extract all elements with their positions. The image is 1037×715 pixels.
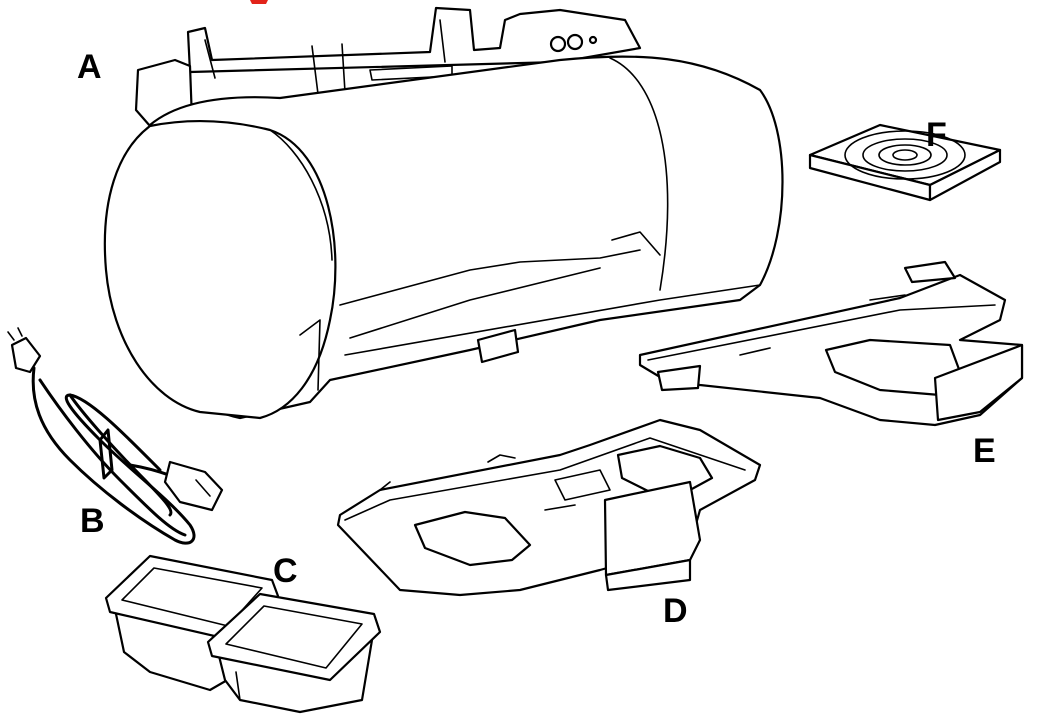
label-e: E	[973, 432, 996, 470]
label-c: C	[273, 552, 298, 590]
label-f: F	[926, 116, 947, 154]
label-d: D	[663, 592, 688, 630]
cd-rom-illustration	[808, 123, 1002, 202]
paper-tray-e-illustration	[638, 260, 1024, 427]
ink-cartridges-illustration	[104, 554, 382, 714]
label-a: A	[77, 48, 102, 86]
printer-illustration	[103, 6, 784, 420]
label-b: B	[80, 502, 105, 540]
cropped-heading-remnant	[250, 0, 268, 4]
power-cord-illustration	[7, 327, 224, 545]
paper-tray-d-illustration	[336, 418, 762, 597]
